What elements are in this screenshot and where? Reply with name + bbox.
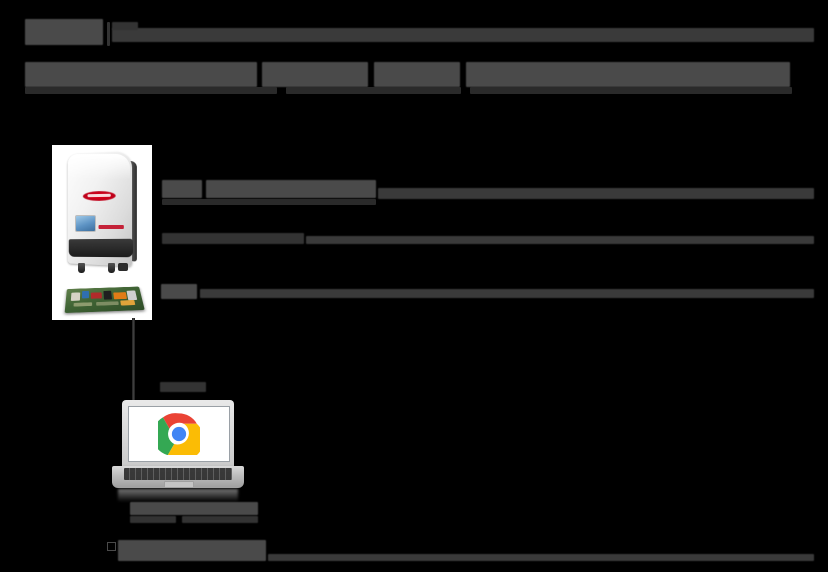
cable-label-redacted — [160, 382, 206, 392]
fronius-inverter-illustration — [52, 145, 152, 285]
ethernet-cable — [132, 318, 135, 408]
body-line-1-rule — [306, 236, 814, 244]
body-line-1-redacted — [162, 233, 304, 244]
body-line-2-rule — [200, 289, 814, 298]
pcb-component-4 — [103, 290, 113, 300]
laptop-reflection — [118, 489, 238, 502]
footer-item-redacted — [118, 540, 266, 561]
body-heading-redacted-a — [162, 180, 202, 198]
laptop-trackpad — [164, 481, 194, 488]
subtitle-underline-c — [470, 87, 792, 94]
chrome-logo-icon — [158, 413, 200, 455]
laptop-keyboard — [124, 468, 232, 480]
datamanager-card-illustration — [64, 286, 145, 314]
pcb-component-6 — [126, 290, 138, 301]
pcb-trace-1 — [73, 302, 93, 307]
body-heading-redacted-b — [206, 180, 376, 198]
inverter-display-icon — [75, 215, 96, 232]
body-heading-descender — [162, 199, 376, 205]
pcb-component-1 — [70, 292, 81, 301]
inverter-connector — [118, 263, 128, 271]
title-redacted-block — [25, 19, 103, 45]
title-separator — [107, 22, 110, 46]
laptop-illustration — [108, 400, 248, 502]
subtitle-redacted-block-d — [466, 62, 790, 87]
subtitle-redacted-block-a — [25, 62, 257, 87]
pcb-component-5 — [113, 292, 128, 300]
inverter-model-mark — [98, 224, 124, 230]
slide-header — [0, 0, 828, 110]
title-rule-redacted — [112, 28, 814, 42]
pcb-trace-2 — [96, 301, 119, 306]
laptop-caption-line-1-tail-a — [130, 516, 176, 523]
device-photo-panel — [52, 145, 152, 320]
pcb-connector — [120, 299, 136, 306]
subtitle-redacted-block-b — [262, 62, 368, 87]
inverter-highlight — [68, 154, 130, 180]
footer-bullet-icon — [107, 542, 116, 551]
body-heading-rule — [378, 188, 814, 199]
subtitle-underline-a — [25, 87, 277, 94]
inverter-vent — [68, 238, 134, 258]
laptop-caption-line-1-redacted — [130, 502, 258, 515]
body-line-2-redacted — [161, 284, 197, 299]
laptop-screen — [128, 406, 230, 462]
title-rule-cap — [112, 22, 138, 30]
laptop-caption-line-1-tail-b — [182, 516, 258, 523]
pcb-component-3 — [90, 292, 102, 299]
inverter-foot-right — [108, 263, 115, 273]
inverter-foot-left — [78, 263, 85, 273]
pcb-component-2 — [81, 290, 89, 299]
subtitle-redacted-block-c — [374, 62, 460, 87]
footer-item-rule — [268, 554, 814, 561]
subtitle-underline-b — [286, 87, 461, 94]
laptop-lid — [122, 400, 234, 468]
